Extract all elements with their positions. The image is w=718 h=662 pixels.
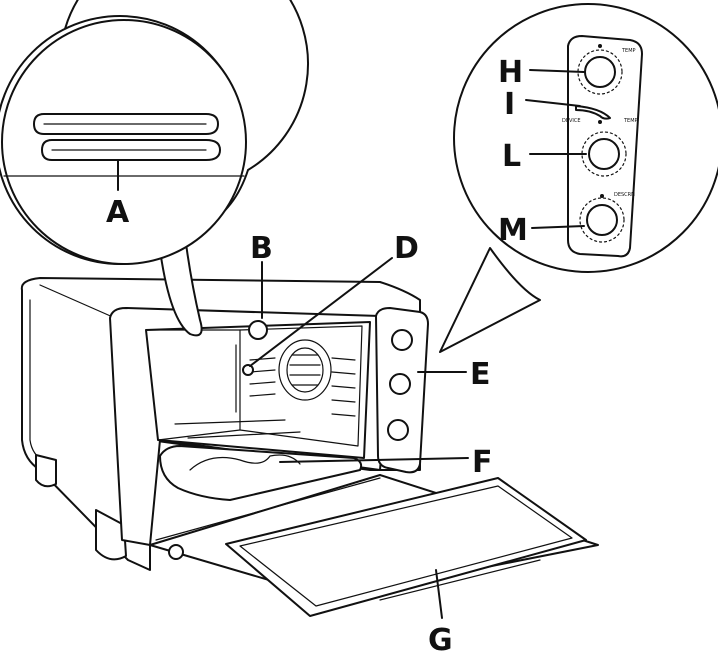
label-b: B: [250, 231, 273, 266]
leader-lines: [117, 69, 587, 619]
zoom-bubble-a: [0, 0, 309, 337]
label-h: H: [498, 55, 523, 90]
label-i: I: [504, 87, 515, 122]
label-e: E: [470, 357, 491, 392]
temperature-knob: [584, 56, 616, 88]
heating-indicator: [242, 364, 254, 376]
callout-labels: A B D E F G H I L M: [106, 55, 528, 658]
oven-foot: [35, 454, 57, 488]
label-l: L: [502, 139, 521, 174]
oven-body: [20, 277, 599, 617]
baking-tray: [225, 477, 587, 617]
label-g: G: [428, 623, 453, 658]
function-knob: [588, 138, 620, 170]
label-m: M: [498, 213, 528, 248]
oven-cavity: [145, 321, 371, 459]
panel-text-function-right: TEMP: [623, 118, 638, 124]
timer-knob: [586, 204, 618, 236]
knob-small: [391, 329, 413, 351]
label-a: A: [106, 195, 130, 230]
knob-small: [389, 373, 411, 395]
panel-text-timer: DESCRN: [614, 192, 635, 198]
oven-light: [248, 320, 268, 340]
label-f: F: [472, 445, 493, 480]
oven-foot: [95, 509, 127, 561]
knob-small: [387, 419, 409, 441]
door-hinge: [168, 544, 184, 560]
panel-text-function-left: DEVICE: [562, 118, 581, 124]
zoom-bubble-panel: TEMP DEVICE TEMP DESCRN: [439, 3, 718, 353]
panel-text-temp: TEMP: [621, 48, 636, 54]
label-d: D: [394, 231, 419, 266]
function-slider: [575, 105, 611, 120]
